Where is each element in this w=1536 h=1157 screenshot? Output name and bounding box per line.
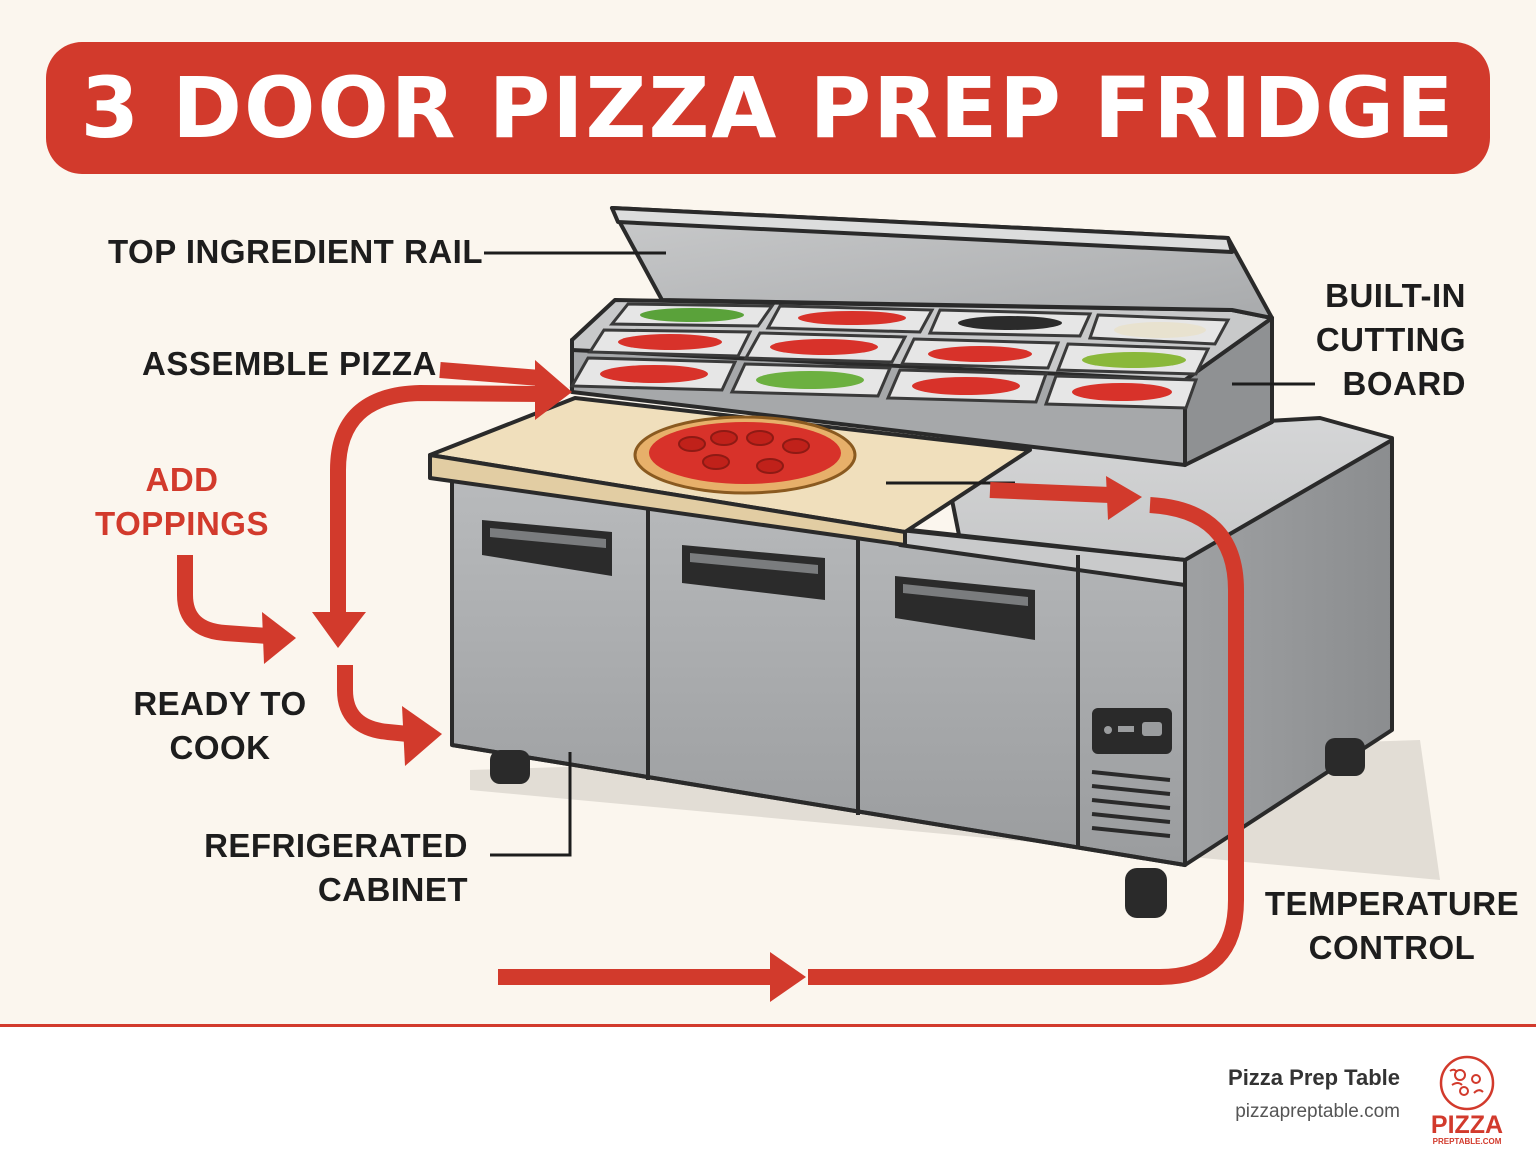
add-toppings-arrowhead xyxy=(262,612,296,664)
loop-arrow-line xyxy=(330,385,546,620)
label-ready-to-cook: READY TO COOK xyxy=(133,685,307,766)
assemble-arrowhead xyxy=(535,360,572,420)
temperature-loop-line xyxy=(808,497,1244,985)
board-exit-arrowhead xyxy=(1106,476,1142,520)
footer-brand-name: Pizza Prep Table xyxy=(1228,1065,1400,1090)
pizza xyxy=(633,415,857,495)
label-top-ingredient-rail: TOP INGREDIENT RAIL xyxy=(108,233,483,270)
loop-down-arrowhead xyxy=(312,612,366,648)
label-assemble-pizza: ASSEMBLE PIZZA xyxy=(142,345,437,382)
rail-lid xyxy=(610,206,1274,320)
footer-url[interactable]: pizzapreptable.com xyxy=(1235,1101,1400,1122)
label-temperature-control: TEMPERATURE CONTROL xyxy=(1264,885,1520,966)
logo-word: PIZZA xyxy=(1431,1111,1503,1139)
label-refrigerated-cabinet: REFRIGERATED CABINET xyxy=(204,827,468,908)
pizza-logo-icon xyxy=(1439,1055,1495,1111)
assemble-arrow-line xyxy=(439,362,541,386)
brand-logo: PIZZA PREPTABLE.COM xyxy=(1431,1055,1503,1146)
label-add-toppings: ADD TOPPINGS xyxy=(95,461,269,542)
caster-wheels xyxy=(490,738,1365,918)
label-built-in-cutting-board: BUILT-IN CUTTING BOARD xyxy=(1315,277,1466,402)
title-banner: 3 DOOR PIZZA PREP FRIDGE xyxy=(46,42,1490,174)
page-title: 3 DOOR PIZZA PREP FRIDGE xyxy=(80,59,1456,157)
board-exit-arrow-line xyxy=(989,482,1111,503)
arrow-heads xyxy=(262,360,1142,1002)
temperature-control-panel xyxy=(1092,708,1172,754)
process-arrows xyxy=(177,362,1244,985)
bottom-arrowhead xyxy=(770,952,806,1002)
prep-fridge-illustration xyxy=(177,206,1440,1002)
pan-toppings xyxy=(600,308,1206,401)
footer: Pizza Prep Table pizzapreptable.com PIZZ… xyxy=(0,1024,1536,1157)
vent-grille xyxy=(1091,770,1171,838)
ready-arrowhead xyxy=(402,706,442,766)
logo-subtext: PREPTABLE.COM xyxy=(1433,1137,1502,1146)
ready-arrow-line xyxy=(337,665,409,742)
add-toppings-arrow-line xyxy=(177,555,269,644)
door-handles xyxy=(482,520,1035,640)
